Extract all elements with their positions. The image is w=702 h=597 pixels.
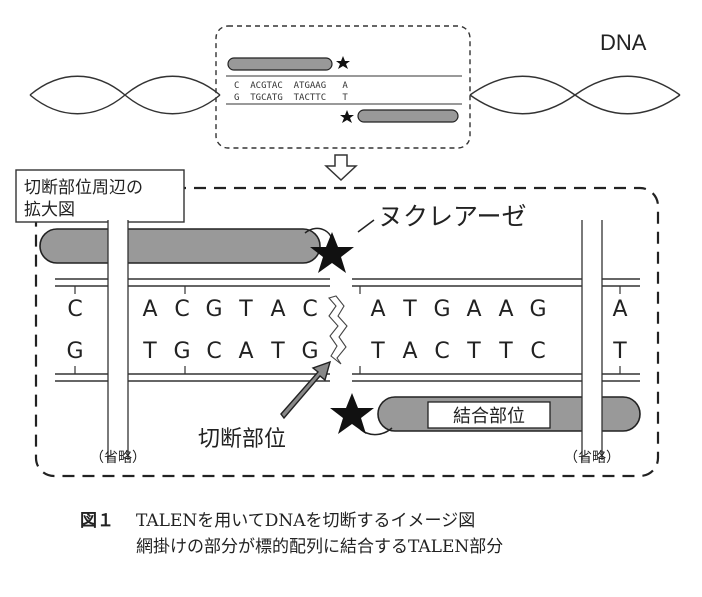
strand-ticks — [74, 286, 621, 374]
top-base-4: T — [238, 297, 253, 322]
top-base-10: A — [466, 297, 481, 322]
bottom-base-2: G — [173, 339, 190, 364]
mini-star-top — [336, 56, 350, 69]
mini-zoom-box — [215, 25, 471, 149]
mini-talen-left — [227, 57, 333, 71]
omit-label-right: （省略） — [564, 450, 620, 466]
bottom-strand-letters: G T G C A T G T A C T T C T — [66, 339, 627, 364]
figure-caption: 図１ TALENを用いてDNAを切断するイメージ図 網掛けの部分が標的配列に結合す… — [80, 508, 680, 560]
nuclease-star-top — [310, 232, 354, 273]
top-strand-letters: C A C G T A C A T G A A G A — [67, 297, 627, 322]
dna-helix — [29, 75, 681, 115]
nuclease-label: ヌクレアーゼ — [378, 202, 527, 231]
bottom-base-12: C — [530, 339, 545, 364]
strand-lines — [55, 278, 640, 382]
top-base-2: C — [174, 297, 189, 322]
bottom-base-13: T — [612, 339, 627, 364]
omission-bands — [107, 220, 603, 460]
caption-line-2: 網掛けの部分が標的配列に結合するTALEN部分 — [80, 534, 680, 560]
enlarged-box — [34, 186, 660, 478]
top-base-12: G — [529, 297, 546, 322]
top-base-8: T — [402, 297, 417, 322]
binding-label: 結合部位 — [453, 406, 525, 427]
down-arrow — [324, 154, 358, 182]
bottom-base-0: G — [66, 339, 83, 364]
bottom-base-6: G — [301, 339, 318, 364]
cut-zigzag-icon — [328, 295, 348, 365]
caption-text-2: 網掛けの部分が標的配列に結合するTALEN部分 — [136, 537, 504, 557]
mini-star-bottom — [340, 110, 354, 123]
cut-site-arrow-icon — [280, 360, 332, 420]
zoom-label-box — [15, 169, 185, 223]
binding-label-box — [427, 401, 551, 429]
mini-seq-bottom: G TGCATG TACTTC T — [234, 93, 348, 103]
bottom-base-8: A — [402, 339, 417, 364]
top-base-0: C — [67, 297, 82, 322]
caption-number: 図１ — [80, 511, 114, 531]
top-base-1: A — [142, 297, 157, 322]
cut-site-label: 切断部位 — [198, 427, 286, 452]
caption-line-1: 図１ TALENを用いてDNAを切断するイメージ図 — [80, 508, 680, 534]
zoom-label-line2: 拡大図 — [24, 200, 75, 220]
mini-talen-right — [357, 109, 459, 123]
omit-label-left: （省略） — [90, 450, 146, 466]
top-base-3: G — [205, 297, 222, 322]
nuclease-star-bottom — [330, 393, 374, 434]
top-base-9: G — [433, 297, 450, 322]
zoom-label-line1: 切断部位周辺の — [24, 178, 143, 198]
talen-left — [39, 228, 321, 264]
bottom-base-11: T — [498, 339, 513, 364]
top-base-7: A — [370, 297, 385, 322]
top-base-11: A — [498, 297, 513, 322]
mini-seq-top: C ACGTAC ATGAAG A — [234, 81, 348, 91]
top-base-6: C — [302, 297, 317, 322]
caption-text-1: TALENを用いてDNAを切断するイメージ図 — [136, 511, 476, 531]
top-base-5: A — [270, 297, 285, 322]
dna-label: DNA — [600, 30, 647, 55]
bottom-base-7: T — [370, 339, 385, 364]
bottom-base-4: A — [238, 339, 253, 364]
nuclease-pointer — [357, 219, 375, 233]
bottom-base-1: T — [142, 339, 157, 364]
bottom-base-9: C — [434, 339, 449, 364]
top-base-13: A — [612, 297, 627, 322]
bottom-base-10: T — [466, 339, 481, 364]
bottom-base-5: T — [270, 339, 285, 364]
bottom-base-3: C — [206, 339, 221, 364]
